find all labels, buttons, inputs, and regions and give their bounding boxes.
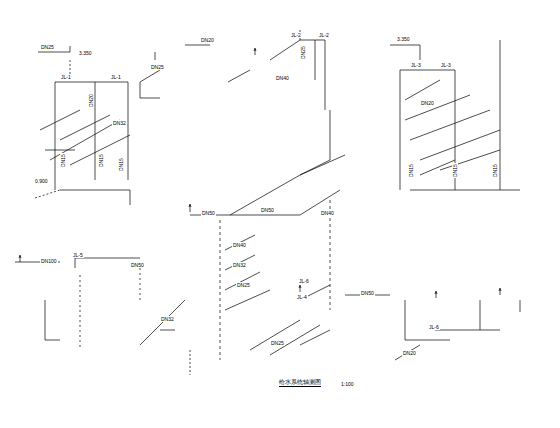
pipe-label: DN25 xyxy=(40,44,55,50)
pipe-label: 3.350 xyxy=(396,36,411,42)
pipe-label: DN15 xyxy=(98,153,104,168)
pipe-label: DN40 xyxy=(320,210,335,216)
pipe-label: DN50 xyxy=(260,207,275,213)
pipe-label: DN50 xyxy=(201,210,216,216)
pipe-label: DN20 xyxy=(402,350,417,356)
pipe-label: DN25 xyxy=(300,45,306,60)
pipe-label: JL-1 xyxy=(60,74,72,80)
pipe-label: JL-5 xyxy=(72,252,84,258)
pipe-label: 1:100 xyxy=(340,381,355,387)
pipe-label: JL-4 xyxy=(296,294,308,300)
pipe-label: JL-2 xyxy=(318,32,330,38)
pipe-label: DN50 xyxy=(360,290,375,296)
pipe-label: JL-3 xyxy=(410,62,422,68)
pipe-label: JL-6 xyxy=(298,278,310,284)
pipe-label: DN25 xyxy=(236,282,251,288)
pipe-label: DN25 xyxy=(150,64,165,70)
pipe-label: DN15 xyxy=(60,153,66,168)
pipe-label: DN15 xyxy=(118,157,124,172)
pipe-label: DN100 xyxy=(40,258,58,264)
pipe-label: DN20 xyxy=(420,100,435,106)
pipe-label: DN15 xyxy=(452,163,458,178)
pipe-label: JL-3 xyxy=(440,62,452,68)
pipe-label: JL-2 xyxy=(290,32,302,38)
pipe-label: DN25 xyxy=(270,340,285,346)
pipe-label: DN32 xyxy=(160,316,175,322)
pipe-label: DN32 xyxy=(232,262,247,268)
pipe-label: DN40 xyxy=(275,75,290,81)
drawing-title: 给水系统轴测图 xyxy=(279,378,321,387)
pipe-label: JL-6 xyxy=(428,324,440,330)
pipe-label: DN20 xyxy=(200,37,215,43)
pipe-label: DN50 xyxy=(130,262,145,268)
pipe-label: 0.900 xyxy=(34,178,49,184)
pipe-label: JL-1 xyxy=(110,74,122,80)
pipe-label: DN15 xyxy=(408,163,414,178)
pipe-label: DN40 xyxy=(232,242,247,248)
pipe-label: 3.350 xyxy=(78,50,93,56)
pipe-label: DN15 xyxy=(492,163,498,178)
pipe-label: DN32 xyxy=(112,120,127,126)
pipe-label: DN20 xyxy=(88,93,94,108)
